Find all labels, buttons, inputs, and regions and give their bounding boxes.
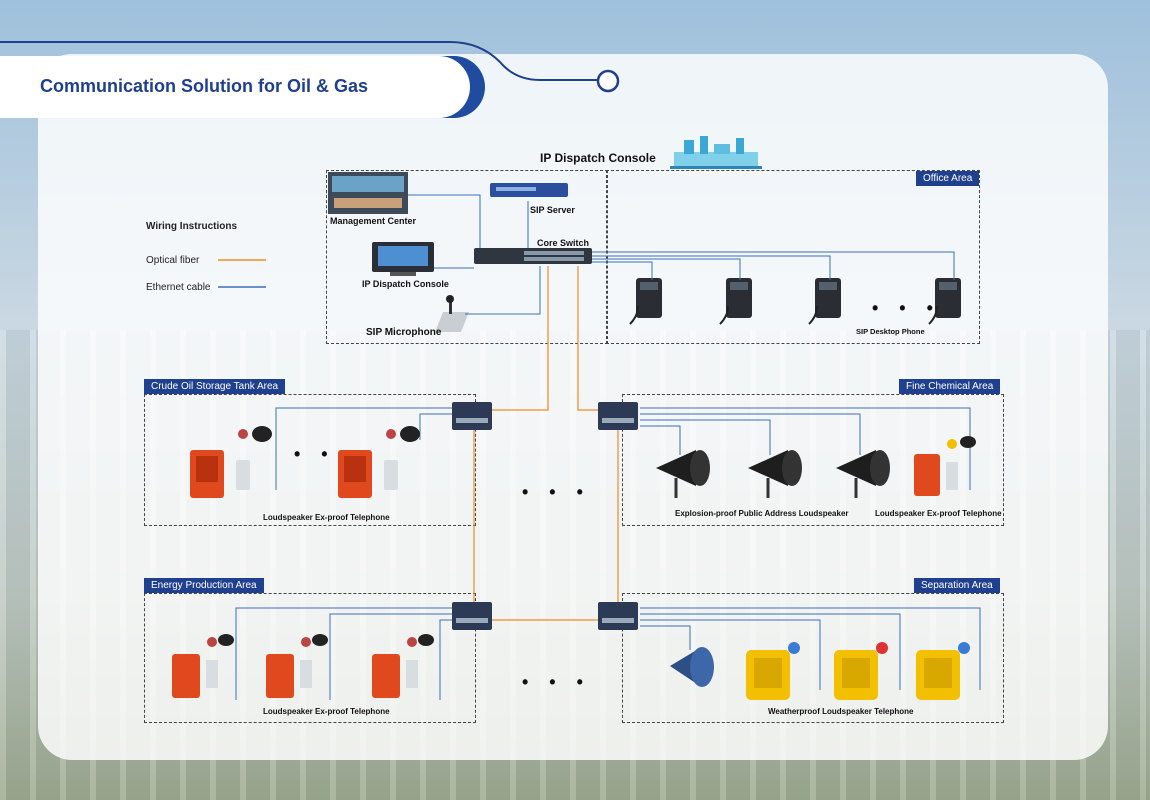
ex-proof-telephone-icon — [190, 426, 272, 498]
sip-desktop-phone-icon — [719, 278, 752, 325]
office-box — [606, 170, 980, 344]
separation-area-tag: Separation Area — [914, 578, 1000, 593]
separation-box — [622, 593, 1004, 723]
sip-microphone-icon — [435, 295, 469, 332]
core-switch-icon — [474, 248, 592, 264]
dispatch-box — [326, 170, 608, 344]
crude-device-label: Loudspeaker Ex-proof Telephone — [263, 513, 390, 522]
sip-server-label: SIP Server — [530, 205, 575, 215]
sip-microphone-label: SIP Microphone — [366, 327, 442, 338]
area-switch-icon — [598, 402, 638, 430]
weatherproof-telephone-icon — [746, 642, 800, 700]
energy-production-area-tag: Energy Production Area — [144, 578, 264, 593]
ex-proof-telephone-icon — [338, 426, 420, 498]
crude-oil-area-tag: Crude Oil Storage Tank Area — [144, 379, 286, 394]
horn-loudspeaker-icon — [836, 450, 890, 498]
horn-loudspeaker-icon — [748, 450, 802, 498]
office-ellipsis: • • • — [872, 298, 941, 318]
horn-loudspeaker-icon — [656, 450, 710, 498]
area-switch-icon — [452, 402, 492, 430]
legend-ethernet-label: Ethernet cable — [146, 282, 211, 293]
ex-proof-telephone-icon — [266, 634, 328, 698]
middle-ellipsis-top: • • • — [522, 482, 591, 502]
area-switch-icon — [598, 602, 638, 630]
fine-chemical-box — [622, 394, 1004, 526]
ip-dispatch-console-label: IP Dispatch Console — [362, 279, 449, 289]
wiring-title: Wiring Instructions — [146, 221, 238, 232]
legend-optical-label: Optical fiber — [146, 255, 200, 266]
separation-device-label: Weatherproof Loudspeaker Telephone — [768, 707, 914, 716]
energy-device-label: Loudspeaker Ex-proof Telephone — [263, 707, 390, 716]
sip-server-icon — [490, 183, 568, 197]
ip-dispatch-console-icon — [372, 242, 434, 276]
energy-production-box — [144, 593, 476, 723]
title-banner — [0, 56, 470, 118]
factory-icon — [670, 136, 762, 169]
fine-device2-label: Loudspeaker Ex-proof Telephone — [875, 509, 1002, 518]
office-area-tag: Office Area — [916, 171, 980, 186]
fine-device1-label: Explosion-proof Public Address Loudspeak… — [675, 509, 849, 518]
core-switch-label: Core Switch — [537, 238, 590, 248]
dispatch-heading: IP Dispatch Console — [540, 151, 656, 165]
weatherproof-telephone-icon — [834, 642, 888, 700]
fine-chemical-area-tag: Fine Chemical Area — [899, 379, 1001, 394]
management-center-label: Management Center — [330, 216, 417, 226]
management-center-image — [328, 172, 408, 214]
area-switch-icon — [452, 602, 492, 630]
pa-horn-icon — [670, 647, 714, 687]
middle-ellipsis-bottom: • • • — [522, 672, 591, 692]
sip-desktop-phone-label: SIP Desktop Phone — [856, 327, 925, 336]
crude-oil-box — [144, 394, 476, 526]
ex-proof-telephone-icon — [372, 634, 434, 698]
sip-desktop-phone-icon — [928, 278, 961, 325]
sip-desktop-phone-icon — [629, 278, 662, 325]
ex-proof-telephone-icon — [914, 436, 976, 496]
sip-desktop-phone-icon — [808, 278, 841, 325]
ex-proof-telephone-icon — [172, 634, 234, 698]
weatherproof-telephone-icon — [916, 642, 970, 700]
page-title: Communication Solution for Oil & Gas — [40, 76, 369, 96]
